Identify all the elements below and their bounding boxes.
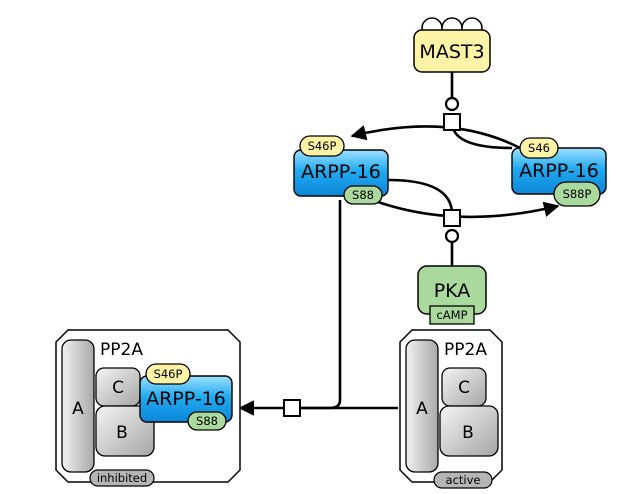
binding-line-arpp [300,200,342,410]
pp2a-active-subunit-b-label: B [462,423,474,443]
mast3-label: MAST3 [419,41,484,63]
pp2a-inhibited-subunit-b-label: B [116,423,128,443]
pp2a-inhibited-subunit-a-label: A [72,399,84,419]
arc-s88-input [387,178,454,215]
arpp16-left-site-top [299,135,345,157]
mast3-box [413,29,491,73]
pp2a-active-title: PP2A [444,340,487,360]
arpp16-right-node: ARPP-16 S46 S88P [511,137,607,207]
mast3-node: MAST3 [413,17,491,73]
pp2a-inhibited-arpp16-site-bottom [187,411,227,431]
arpp16-left-site-top-label: S46P [308,139,337,153]
arc-s46-dephosphorylation [350,125,521,150]
pka-catalysis-circle [444,228,460,244]
arpp16-right-site-top-label: S46 [528,141,550,155]
pp2a-active-subunit-c-label: C [458,378,470,398]
arpp16-right-site-bottom-label: S88P [563,187,592,201]
pp2a-inhibited-state-label: inhibited [97,471,147,485]
arpp16-right-site-bottom [553,181,601,207]
pp2a-inhibited-title: PP2A [100,340,143,360]
pp2a-inhibited-arpp16-site-top [145,363,191,385]
transition-top [443,113,461,131]
pp2a-inhibited-subunit-b [95,405,155,457]
pp2a-inhibited-arpp16-site-top-label: S46P [154,367,183,381]
pp2a-active-subunit-a-label: A [416,399,428,419]
pp2a-inhibited-arpp16-label: ARPP-16 [146,388,226,410]
mast3-catalysis-circle [444,96,460,112]
pp2a-active-state-badge [433,471,493,489]
arpp16-left-site-bottom-label: S88 [352,188,374,202]
pp2a-active-subunit-b [439,405,499,457]
reaction-arcs [238,72,560,416]
pp2a-inhibited-complex: PP2A A C B ARPP-16 S46P S88 inhibited [55,329,241,487]
pp2a-inhibited-arpp16-site-bottom-label: S88 [196,414,218,428]
arpp16-right-label: ARPP-16 [519,160,599,182]
pka-node: PKA cAMP [417,265,487,325]
pp2a-active-state-label: active [446,473,481,487]
pp2a-active-subunit-a [405,339,439,473]
pp2a-inhibited-state-badge [89,469,155,487]
arpp16-left-node: ARPP-16 S46P S88 [293,135,389,205]
pka-label: PKA [434,280,471,302]
pp2a-active-complex: PP2A A C B active [399,329,503,489]
arpp16-left-label: ARPP-16 [301,161,381,183]
camp-box [429,305,475,325]
arpp16-left-site-bottom [343,185,383,205]
transition-binding [283,399,301,417]
camp-label: cAMP [436,308,467,322]
pp2a-inhibited-subunit-c-label: C [112,378,124,398]
arpp16-right-site-top [519,137,559,159]
transition-bottom [443,209,461,227]
pp2a-inhibited-subunit-a [61,339,95,473]
